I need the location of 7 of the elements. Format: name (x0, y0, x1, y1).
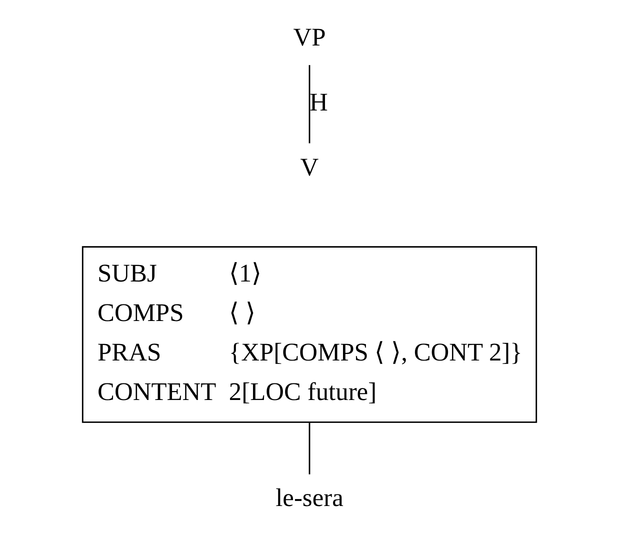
edge-label: H (309, 87, 328, 116)
node-text: le-sera (275, 483, 343, 512)
node-text: VP (292, 22, 326, 52)
node-box: SUBJ ⟨1⟩ COMPS ⟨ ⟩ PRAS {XP[COMPS ⟨ ⟩, CONT 2]} CONTENT 2[LOC future] (81, 246, 537, 423)
node-text: V (300, 152, 318, 182)
connector (308, 65, 310, 144)
connector (308, 422, 310, 474)
